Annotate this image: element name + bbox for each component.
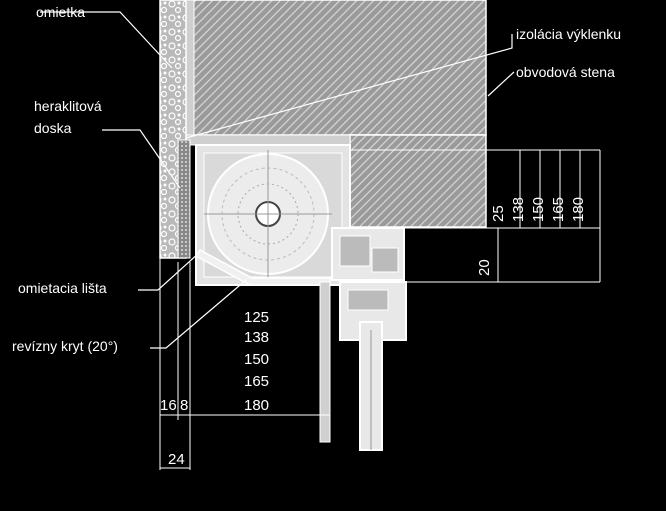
label-obvodova: obvodová stena <box>516 64 615 80</box>
leader-lines <box>40 11 515 349</box>
label-heraklitova-line2: doska <box>34 120 72 136</box>
dim-right-20: 20 <box>476 259 493 276</box>
dim-right-150: 150 <box>530 196 547 222</box>
label-omietacia: omietacia lišta <box>18 280 107 296</box>
label-omietka: omietka <box>36 4 86 20</box>
dim-138: 138 <box>244 329 270 346</box>
roller-box <box>194 144 351 286</box>
dim-right-165: 165 <box>550 196 567 222</box>
dim-150: 150 <box>244 351 270 368</box>
dim-right-25: 25 <box>490 205 507 222</box>
label-revizny: revízny kryt (20°) <box>12 338 118 354</box>
label-heraklitova-line1: heraklitová <box>34 98 102 114</box>
plaster-layer <box>159 0 191 259</box>
label-izolacia: izolácia výklenku <box>516 26 622 42</box>
dim-right-180: 180 <box>570 196 587 222</box>
dim-24: 24 <box>168 451 185 468</box>
dim-16: 16 <box>160 397 177 414</box>
window-profile <box>319 227 407 451</box>
dim-180: 180 <box>244 397 270 414</box>
dimension-lines <box>159 149 601 470</box>
dim-8: 8 <box>180 397 189 414</box>
dim-125: 125 <box>244 309 270 326</box>
dim-165: 165 <box>244 373 270 390</box>
dim-right-138: 138 <box>510 196 527 222</box>
